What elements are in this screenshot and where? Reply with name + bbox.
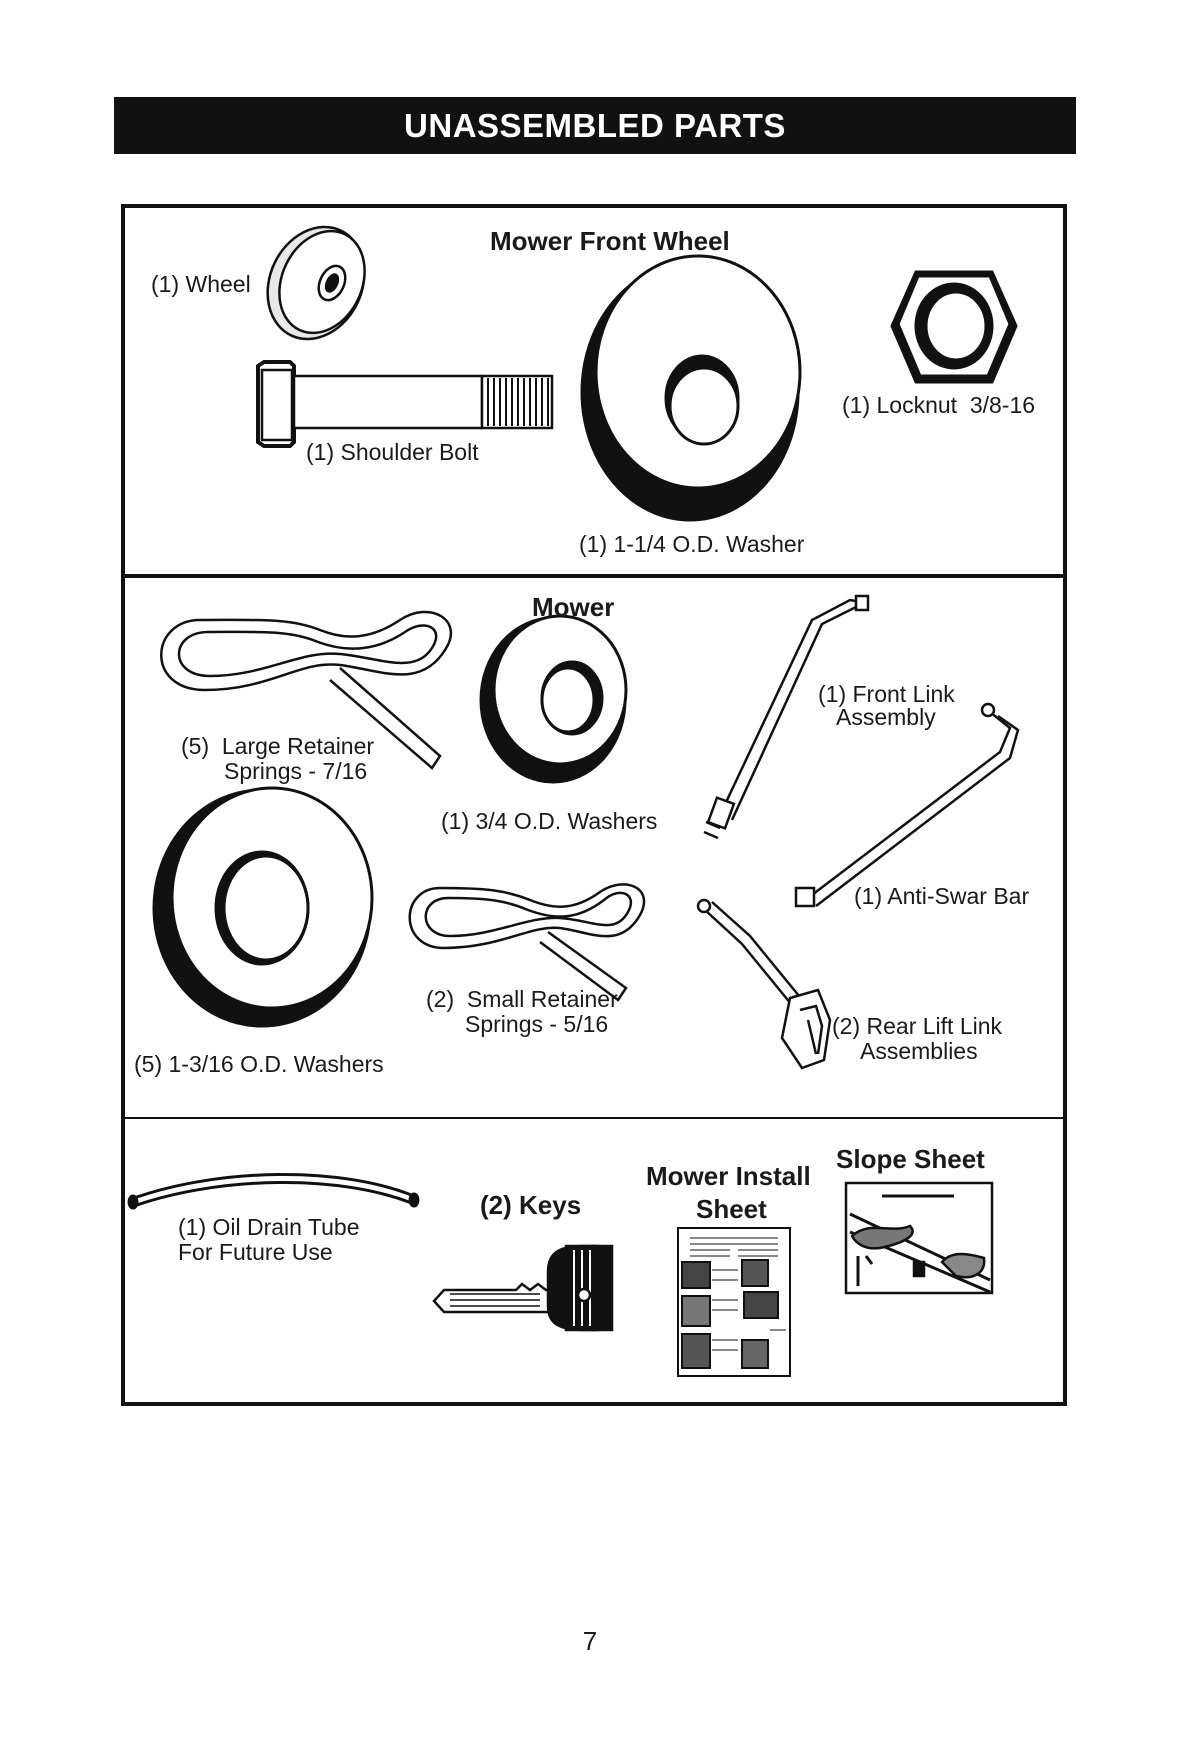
key-icon	[432, 1244, 614, 1332]
rear-lift-link-icon	[696, 898, 832, 1070]
wheel-icon	[266, 225, 366, 341]
section-divider-1	[125, 574, 1063, 578]
drain-tube-label-1: (1) Oil Drain Tube	[178, 1214, 360, 1240]
page-title: UNASSEMBLED PARTS	[114, 97, 1076, 154]
locknut-icon	[890, 270, 1018, 384]
large-washer-icon	[580, 254, 802, 522]
shoulder-bolt-icon	[256, 360, 554, 448]
anti-swar-bar-icon	[794, 702, 1020, 908]
page-number: 7	[582, 1626, 598, 1656]
install-sheet-icon	[677, 1227, 791, 1377]
small-washers-label: (1) 3/4 O.D. Washers	[441, 808, 658, 834]
large-springs-label-1: (5) Large Retainer	[181, 733, 375, 759]
rear-lift-label-2: Assemblies	[860, 1038, 978, 1064]
slope-sheet-icon	[844, 1181, 994, 1295]
anti-swar-label: (1) Anti-Swar Bar	[854, 883, 1030, 909]
small-springs-label-1: (2) Small Retainer	[426, 986, 618, 1012]
front-link-label-2: Assembly	[836, 704, 936, 730]
rear-lift-label-1: (2) Rear Lift Link	[832, 1013, 1003, 1039]
install-sheet-heading-1: Mower Install	[646, 1161, 811, 1191]
shoulder-bolt-label: (1) Shoulder Bolt	[306, 439, 479, 465]
parts-frame	[121, 204, 1067, 1406]
wheel-label: (1) Wheel	[151, 271, 251, 297]
large-springs-label-2: Springs - 7/16	[224, 758, 368, 784]
front-link-icon	[703, 594, 870, 840]
front-wheel-heading: Mower Front Wheel	[490, 226, 730, 256]
small-retainer-spring-icon	[408, 883, 646, 1002]
mower-heading: Mower	[532, 592, 615, 622]
section-divider-2	[125, 1117, 1063, 1119]
drain-tube-label-2: For Future Use	[178, 1239, 333, 1265]
locknut-label: (1) Locknut 3/8-16	[842, 392, 1036, 418]
big-washer-icon	[152, 786, 374, 1028]
washer-label: (1) 1-1/4 O.D. Washer	[579, 531, 805, 557]
install-sheet-heading-2: Sheet	[696, 1194, 767, 1224]
slope-sheet-heading: Slope Sheet	[836, 1144, 985, 1174]
large-retainer-spring-icon	[160, 610, 453, 770]
big-washers-label: (5) 1-3/16 O.D. Washers	[134, 1051, 384, 1077]
keys-heading: (2) Keys	[480, 1190, 582, 1220]
oil-drain-tube-icon	[127, 1173, 420, 1210]
small-springs-label-2: Springs - 5/16	[465, 1011, 609, 1037]
small-washer-icon	[479, 614, 628, 784]
front-link-label-1: (1) Front Link	[818, 681, 955, 707]
